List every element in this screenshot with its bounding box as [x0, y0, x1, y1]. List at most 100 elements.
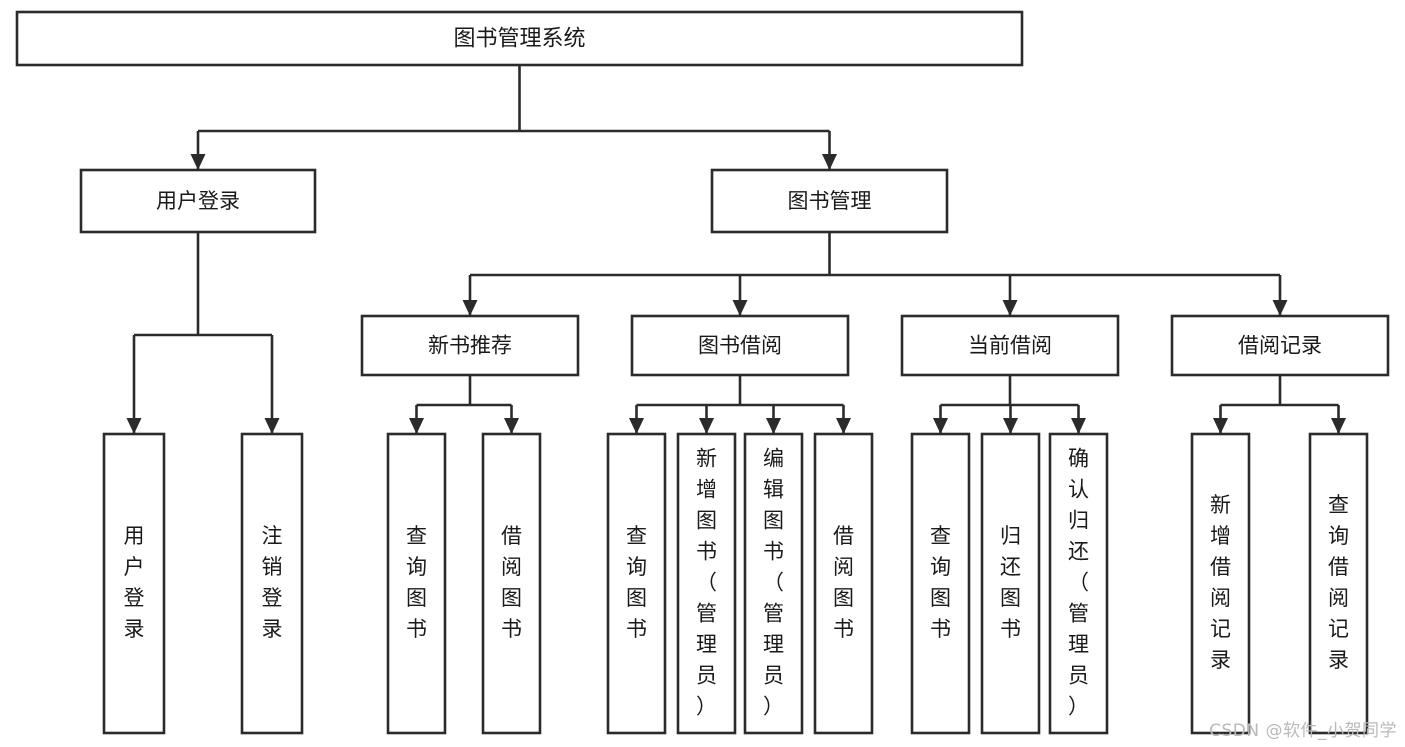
arrow-head-icon: [822, 154, 837, 170]
arrow-head-icon: [264, 418, 280, 434]
node-label-leaf-query-book-current-char-2: 图: [930, 586, 951, 610]
node-label-leaf-logout-char-1: 销: [262, 555, 283, 579]
node-book-management[interactable]: 图书管理: [710, 168, 949, 234]
node-label-leaf-add-book-char-8: ）: [696, 695, 717, 719]
node-label-leaf-query-book-borrow-char-1: 询: [626, 555, 647, 579]
arrow-head-icon: [1213, 418, 1228, 434]
arrow-head-icon: [732, 300, 748, 316]
node-box-leaf-return-book: [980, 432, 1041, 735]
node-label-leaf-query-book-current-char-1: 询: [930, 555, 951, 579]
arrow-head-icon: [1272, 300, 1288, 316]
arrow-head-icon: [126, 418, 142, 434]
node-box-leaf-borrow-book: [813, 432, 874, 735]
node-label-leaf-query-record-char-3: 阅: [1328, 586, 1349, 610]
node-label-leaf-query-book-current-char-3: 书: [930, 617, 951, 641]
node-label-leaf-confirm-return-char-6: 理: [1068, 633, 1089, 657]
node-label-leaf-add-book-char-6: 理: [696, 633, 717, 657]
node-label-leaf-confirm-return-char-4: （: [1068, 571, 1089, 595]
node-borrow-record[interactable]: 借阅记录: [1170, 314, 1390, 377]
node-box-leaf-borrow-book-recommend: [481, 432, 542, 735]
node-label-leaf-confirm-return-char-0: 确: [1068, 447, 1089, 471]
node-label-leaf-add-record-char-1: 增: [1210, 524, 1231, 548]
node-label-leaf-query-record-char-4: 记: [1328, 617, 1349, 641]
node-label-user-login: 用户登录: [156, 189, 240, 213]
node-box-leaf-query-book-recommend: [386, 432, 447, 735]
node-label-borrow-record: 借阅记录: [1238, 334, 1322, 358]
node-label-leaf-edit-book-char-0: 编: [763, 447, 784, 471]
node-label-leaf-query-book-borrow-char-3: 书: [626, 617, 647, 641]
node-box-leaf-edit-book: [743, 432, 804, 735]
node-label-leaf-logout-char-3: 录: [262, 617, 283, 641]
node-label-leaf-return-book-char-0: 归: [1000, 524, 1021, 548]
node-label-leaf-query-book-recommend-char-2: 图: [406, 586, 427, 610]
node-box-book-management: [710, 168, 949, 234]
node-label-leaf-query-book-recommend-char-0: 查: [406, 524, 427, 548]
connector-lines: [126, 65, 1346, 434]
node-label-leaf-query-book-current-char-0: 查: [930, 524, 951, 548]
node-label-leaf-add-record-char-3: 阅: [1210, 586, 1231, 610]
node-box-user-login: [79, 168, 317, 234]
node-label-leaf-query-book-recommend-char-1: 询: [406, 555, 427, 579]
node-box-new-book-recommend: [360, 314, 580, 377]
node-label-leaf-user-login-char-0: 用: [124, 524, 145, 548]
node-label-current-borrow: 当前借阅: [968, 334, 1052, 358]
node-label-new-book-recommend: 新书推荐: [428, 334, 512, 358]
arrow-head-icon: [1003, 418, 1018, 434]
node-label-leaf-borrow-book-char-0: 借: [833, 524, 854, 548]
arrow-head-icon: [1002, 300, 1018, 316]
node-box-leaf-add-book: [676, 432, 737, 735]
arrow-head-icon: [699, 418, 714, 434]
node-label-leaf-add-book-char-7: 员: [696, 664, 717, 688]
node-label-leaf-confirm-return-char-8: ）: [1068, 695, 1089, 719]
node-label-leaf-query-book-borrow-char-0: 查: [626, 524, 647, 548]
node-label-leaf-query-book-recommend-char-3: 书: [406, 617, 427, 641]
node-label-leaf-query-record-char-5: 录: [1328, 648, 1349, 672]
node-leaf-user-login[interactable]: 用户登录: [102, 432, 166, 735]
node-label-leaf-confirm-return-char-3: 还: [1068, 540, 1089, 564]
node-label-leaf-query-record-char-1: 询: [1328, 524, 1349, 548]
node-box-root: [15, 10, 1024, 67]
node-label-leaf-add-book-char-3: 书: [696, 540, 717, 564]
node-root[interactable]: 图书管理系统: [15, 10, 1024, 67]
node-label-leaf-edit-book-char-2: 图: [763, 509, 784, 533]
arrow-head-icon: [462, 300, 478, 316]
node-user-login[interactable]: 用户登录: [79, 168, 317, 234]
node-label-leaf-query-book-borrow-char-2: 图: [626, 586, 647, 610]
node-current-borrow[interactable]: 当前借阅: [900, 314, 1120, 377]
node-label-root: 图书管理系统: [453, 27, 585, 52]
node-label-leaf-edit-book-char-7: 员: [763, 664, 784, 688]
node-box-leaf-confirm-return: [1048, 432, 1109, 735]
node-label-leaf-add-record-char-5: 录: [1210, 648, 1231, 672]
node-new-book-recommend[interactable]: 新书推荐: [360, 314, 580, 377]
node-label-leaf-add-book-char-4: （: [696, 571, 717, 595]
node-label-leaf-borrow-book-char-2: 图: [833, 586, 854, 610]
node-label-leaf-edit-book-char-8: ）: [763, 695, 784, 719]
node-label-leaf-logout-char-2: 登: [262, 586, 283, 610]
node-label-leaf-confirm-return-char-2: 归: [1068, 509, 1089, 533]
node-label-leaf-edit-book-char-5: 管: [763, 602, 784, 626]
node-label-leaf-add-book-char-2: 图: [696, 509, 717, 533]
arrow-head-icon: [504, 418, 519, 434]
node-label-leaf-return-book-char-2: 图: [1000, 586, 1021, 610]
node-label-leaf-add-record-char-0: 新: [1210, 493, 1231, 517]
csdn-watermark: CSDN @软件_小贺同学: [1209, 721, 1397, 741]
node-label-leaf-query-record-char-2: 借: [1328, 555, 1349, 579]
node-label-leaf-confirm-return-char-5: 管: [1068, 602, 1089, 626]
arrow-head-icon: [933, 418, 948, 434]
node-label-book-management: 图书管理: [788, 189, 872, 213]
node-label-leaf-confirm-return-char-1: 认: [1068, 478, 1089, 502]
node-book-borrow[interactable]: 图书借阅: [630, 314, 850, 377]
